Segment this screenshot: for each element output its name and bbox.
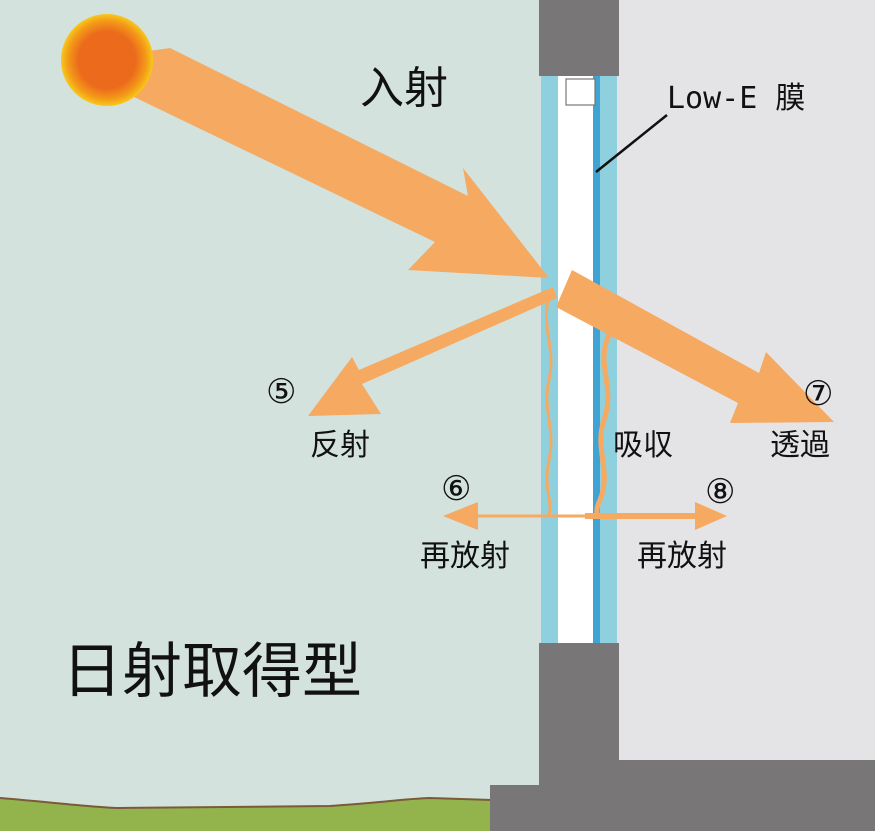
- marker-6: ⑥: [441, 469, 471, 509]
- inner-glass-pane: [600, 76, 617, 643]
- lowE-film: [593, 76, 600, 643]
- transmission-label: 透過: [770, 428, 830, 463]
- floor-slab: [619, 760, 875, 831]
- reradiation-in-arrowhead: [695, 502, 727, 530]
- reradiation-out-arrowhead: [443, 502, 478, 530]
- reflection-label: 反射: [310, 428, 370, 463]
- reradiation-out-label: 再放射: [420, 539, 510, 574]
- lowE-leader-line: [595, 114, 668, 173]
- incident-arrow: [132, 48, 549, 278]
- marker-8: ⑧: [705, 472, 735, 512]
- absorption-label: 吸収: [613, 428, 673, 463]
- diagram-title: 日射取得型: [62, 637, 362, 707]
- soil-line: [0, 796, 493, 810]
- absorption-wave-outer: [544, 299, 553, 516]
- marker-7: ⑦: [803, 374, 833, 414]
- foundation-step: [490, 785, 550, 831]
- spacer: [565, 78, 596, 106]
- grass: [0, 798, 492, 831]
- lowE-label: Low-E 膜: [667, 81, 805, 116]
- marker-5: ⑤: [266, 372, 296, 412]
- incident-label: 入射: [360, 63, 448, 114]
- reflection-arrow: [308, 287, 557, 416]
- sun-icon: [61, 14, 153, 106]
- air-gap: [558, 76, 593, 643]
- transmission-arrow: [556, 270, 834, 423]
- lower-wall: [539, 643, 619, 831]
- reradiation-in-label: 再放射: [637, 539, 727, 574]
- absorption-wave-inner: [594, 333, 612, 516]
- upper-wall: [539, 0, 619, 76]
